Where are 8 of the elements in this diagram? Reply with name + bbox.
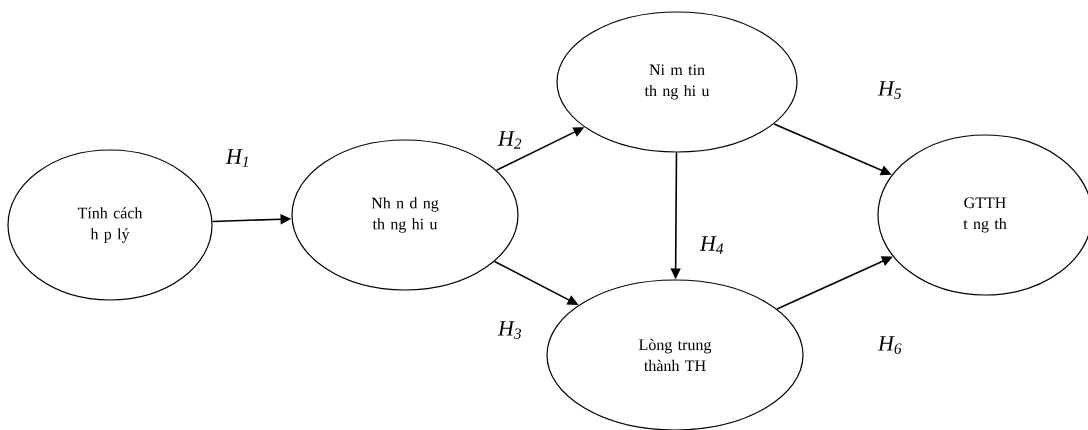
ellipse-node: Tính cách h p lý bbox=[7, 149, 213, 301]
edge-label: H$_{5}$ bbox=[877, 81, 902, 99]
edge-label: H$_{6}$ bbox=[877, 336, 902, 354]
edge-label: H$_{3}$ bbox=[497, 321, 521, 339]
edge-label: H$_{1}$ bbox=[225, 149, 248, 167]
edge-label: H$_{4}$ bbox=[699, 236, 724, 254]
edge-label: H$_{2}$ bbox=[497, 131, 522, 149]
ellipse-node: Ni m tin th ng hi u bbox=[556, 11, 798, 153]
